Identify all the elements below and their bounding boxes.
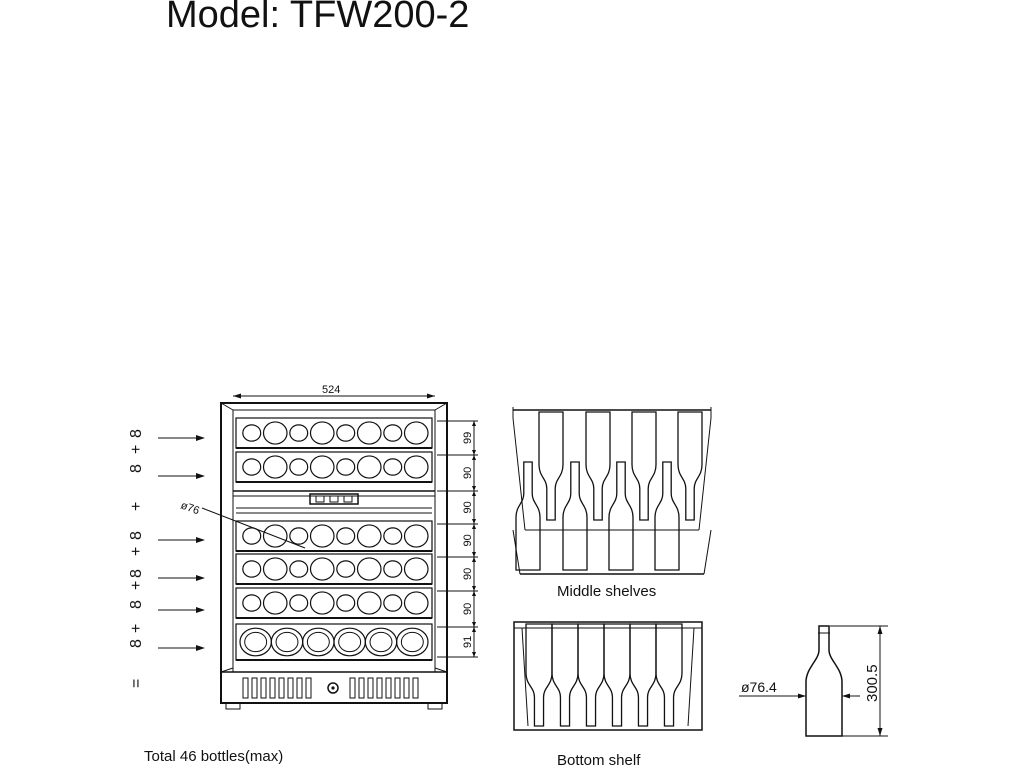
shelf-spacing-label: 90 [462,568,474,580]
shelf-spacing-label: 91 [462,636,474,648]
fridge-front-view: 524 ø76 [179,384,448,710]
equation-mark: + [128,547,145,556]
shelf-spacing-label: 90 [462,534,474,546]
row-arrows [158,435,205,651]
equation-mark: + [128,624,145,633]
shelf-spacing-dimensions: 99 90 90 90 90 90 91 [437,420,478,658]
bottle-height-label: 300.5 [864,664,881,702]
equation-mark: + [128,502,145,511]
equation-mark: + [128,445,145,454]
equation-mark: 8 [128,464,145,473]
shelf-spacing-label: 90 [462,467,474,479]
bottle-count-equation: 8 +8 +8 +8 +8 +8 = [128,429,145,688]
shelf-spacing-label: 99 [462,432,474,444]
middle-shelves-label: Middle shelves [557,583,657,600]
width-dimension: 524 [322,384,340,396]
bottle-diameter-label: ø76 [179,500,201,518]
equation-mark: 8 [128,569,145,578]
total-bottles-label: Total 46 bottles(max) [144,748,284,765]
bottom-shelf-drawing [513,621,703,731]
equation-mark: = [128,679,145,688]
equation-mark: 8 [128,600,145,609]
equation-mark: 8 [128,531,145,540]
bottle-dimension-drawing: 300.5 ø76.4 [739,625,888,737]
page-title: Model: TFW200-2 [166,0,470,36]
middle-shelf-drawing [512,407,712,575]
shelf-spacing-label: 90 [462,501,474,513]
bottle-diameter-dimension: ø76.4 [741,679,777,695]
equation-mark: 8 [128,429,145,438]
equation-mark: + [128,581,145,590]
equation-mark: 8 [128,639,145,648]
bottom-shelf-label: Bottom shelf [557,752,641,769]
shelf-spacing-label: 90 [462,603,474,615]
